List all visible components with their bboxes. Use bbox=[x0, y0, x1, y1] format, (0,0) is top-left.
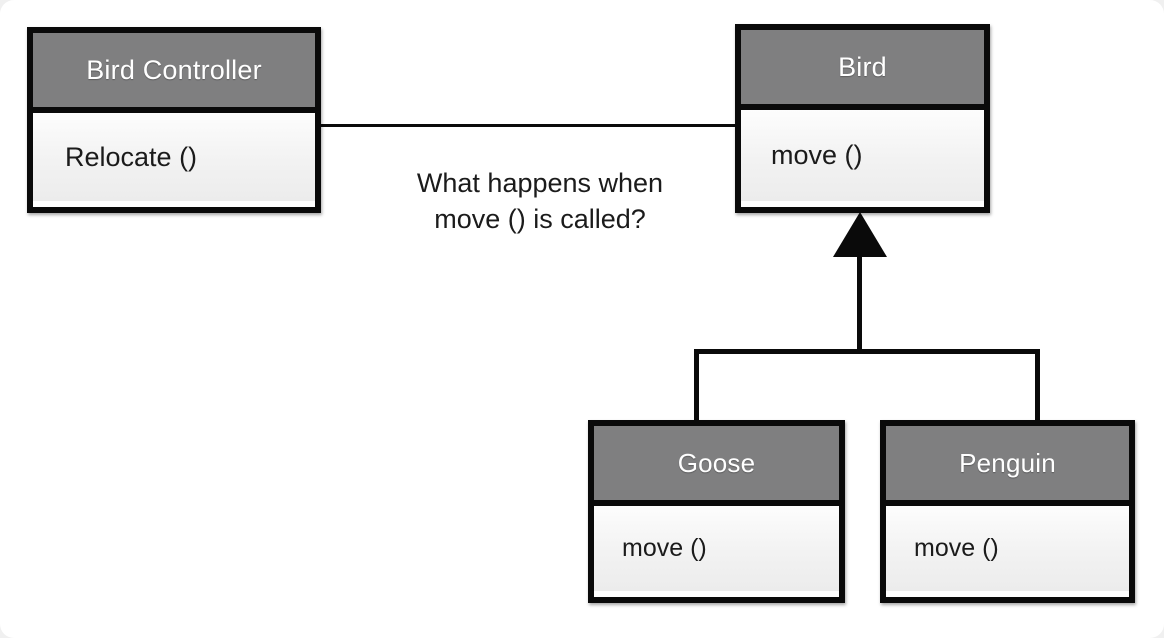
class-member-penguin-move: move () bbox=[886, 506, 1129, 591]
class-member-goose-move: move () bbox=[594, 506, 839, 591]
uml-class-penguin[interactable]: Penguin move () bbox=[880, 420, 1135, 603]
generalization-drop-line-penguin bbox=[1035, 349, 1040, 422]
uml-class-bird-controller[interactable]: Bird Controller Relocate () bbox=[27, 27, 321, 213]
uml-class-goose[interactable]: Goose move () bbox=[588, 420, 845, 603]
association-line-controller-to-bird bbox=[318, 124, 738, 127]
generalization-drop-line-goose bbox=[694, 349, 699, 422]
class-name-goose: Goose bbox=[594, 426, 839, 506]
annotation-line-2: move () is called? bbox=[434, 203, 646, 234]
generalization-stem-line bbox=[857, 253, 862, 352]
class-name-penguin: Penguin bbox=[886, 426, 1129, 506]
class-member-bird-controller-relocate: Relocate () bbox=[33, 113, 315, 201]
class-name-bird: Bird bbox=[741, 30, 984, 110]
generalization-distribution-bar bbox=[694, 349, 1040, 354]
class-member-bird-move: move () bbox=[741, 110, 984, 201]
annotation-note: What happens when move () is called? bbox=[372, 166, 708, 237]
inheritance-arrowhead-icon bbox=[833, 212, 887, 257]
annotation-line-1: What happens when bbox=[416, 168, 664, 198]
class-name-bird-controller: Bird Controller bbox=[33, 33, 315, 113]
uml-class-bird[interactable]: Bird move () bbox=[735, 24, 990, 213]
